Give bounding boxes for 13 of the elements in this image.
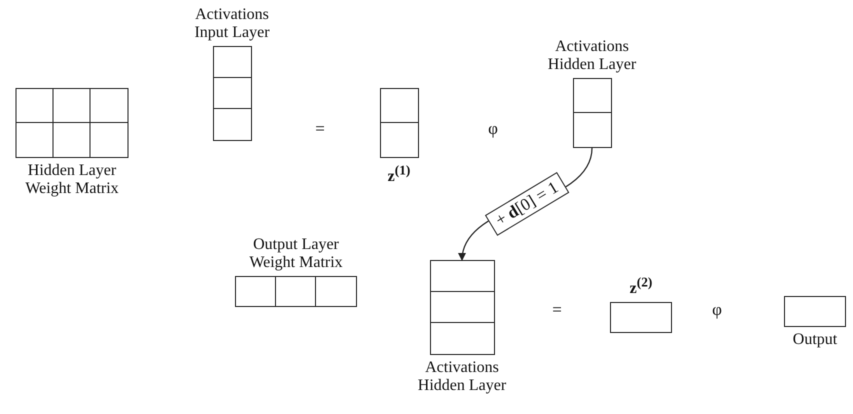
matrix-caption: Activations Input Layer xyxy=(193,6,271,42)
equals-sign: = xyxy=(315,119,325,139)
activation-symbol: φ xyxy=(712,300,722,320)
matrix-caption: Hidden Layer Weight Matrix xyxy=(24,162,120,198)
matrix-caption: Output Layer Weight Matrix xyxy=(248,236,344,272)
vector-label: z$^{(1)}$ xyxy=(386,162,412,186)
vector-label: z$^{(2)}$ xyxy=(628,274,654,298)
edge-label: + d[0] = 1 xyxy=(484,172,570,236)
matrix-caption: Output xyxy=(792,331,838,349)
equals-sign: = xyxy=(552,300,562,320)
matrix-caption: Activations Hidden Layer xyxy=(546,38,638,74)
activation-symbol: φ xyxy=(488,119,498,139)
matrix-caption: Activations Hidden Layer xyxy=(416,359,508,395)
